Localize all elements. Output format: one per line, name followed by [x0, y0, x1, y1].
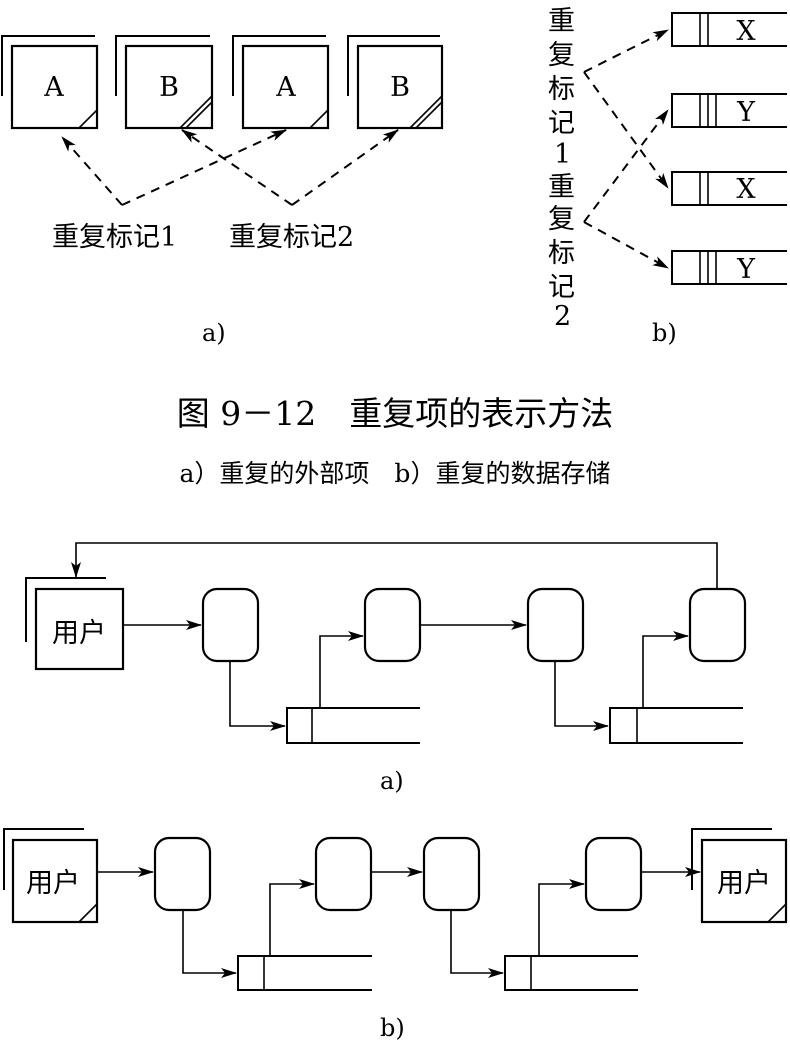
external-entity-b-1: B — [115, 35, 214, 130]
store-label: X — [736, 174, 756, 205]
user-label: 用户 — [52, 618, 106, 649]
data-store-y-2: Y — [671, 250, 787, 285]
process-1 — [153, 836, 212, 912]
flow-arrow — [319, 631, 364, 708]
flow-arrow — [538, 879, 585, 956]
entity-label: A — [43, 72, 64, 103]
flow-arrow — [269, 879, 315, 956]
external-entity-a-1: A — [1, 35, 99, 130]
store-label: Y — [736, 254, 756, 285]
store-label: X — [736, 16, 756, 47]
process-2 — [314, 836, 373, 912]
part-b-caption: b) — [652, 319, 677, 347]
process-3 — [526, 587, 585, 663]
user-label: 用户 — [717, 868, 771, 899]
external-entity-user-left: 用户 — [3, 828, 99, 924]
external-entity-a-2: A — [232, 35, 330, 130]
flow-arrow — [642, 631, 689, 708]
fig-9-12-part-a: A B A B 重复标记1 重复标记2 — [1, 35, 444, 347]
repeat-marker-2-char: 标 — [548, 238, 575, 269]
flow-diagram-b: 用户 用户 b) — [3, 828, 788, 1042]
marker-1-pointer — [583, 29, 669, 73]
marker-2-pointer — [291, 129, 399, 206]
marker-1-pointer — [583, 71, 669, 189]
entity-label: B — [390, 72, 410, 103]
flow-arrow — [554, 661, 609, 731]
marker-1-pointer — [121, 129, 287, 206]
figure-subtitle: a）重复的外部项 b）重复的数据存储 — [180, 459, 611, 488]
external-entity-user-right: 用户 — [691, 828, 788, 924]
process-4 — [584, 836, 643, 912]
process-4 — [688, 587, 747, 663]
repeat-marker-1-char: 重 — [548, 6, 575, 37]
repeat-marker-2-char: 2 — [554, 301, 571, 332]
repeat-marker-2-char: 复 — [548, 204, 575, 235]
user-label: 用户 — [26, 868, 80, 899]
data-store-1 — [237, 955, 372, 991]
repeat-marker-1-char: 标 — [548, 74, 575, 105]
process-1 — [201, 587, 260, 663]
marker-1-pointer — [61, 136, 123, 206]
flow-arrow — [229, 661, 286, 731]
data-store-y-1: Y — [671, 93, 787, 128]
marker-2-pointer — [583, 109, 669, 223]
flow-b-caption: b) — [380, 1014, 405, 1042]
data-store-1 — [286, 707, 420, 744]
repeat-marker-1-char: 记 — [548, 108, 575, 139]
flow-arrow — [182, 910, 237, 978]
process-3 — [422, 836, 481, 912]
data-store-2 — [609, 707, 743, 744]
flow-diagram-a: 用户 a) — [25, 542, 747, 795]
repeat-marker-2-char: 记 — [548, 272, 575, 303]
figure-title: 图 9－12 重复项的表示方法 — [177, 394, 613, 433]
repeat-marker-1-label: 重复标记1 — [52, 222, 177, 253]
repeat-marker-1-char: 复 — [548, 40, 575, 71]
entity-label: B — [159, 72, 179, 103]
feedback-flow-arrow — [71, 542, 718, 589]
repeat-marker-2-label: 重复标记2 — [229, 222, 354, 253]
entity-label: A — [275, 72, 296, 103]
repeat-marker-2-char: 重 — [548, 172, 575, 203]
data-store-2 — [504, 955, 638, 991]
external-entity-user: 用户 — [25, 577, 125, 671]
flow-a-caption: a) — [380, 767, 404, 795]
fig-9-12-part-b: 重 复 标 记 1 重 复 标 记 2 X Y X — [548, 6, 787, 347]
process-2 — [363, 587, 422, 663]
marker-2-pointer — [583, 221, 669, 269]
flow-arrow — [450, 910, 504, 978]
store-label: Y — [736, 97, 756, 128]
marker-2-pointer — [181, 129, 293, 206]
data-store-x-2: X — [671, 171, 787, 206]
repeat-marker-1-char: 1 — [554, 139, 571, 170]
part-a-caption: a) — [202, 319, 226, 347]
data-store-x-1: X — [671, 12, 787, 47]
external-entity-b-2: B — [347, 35, 444, 130]
